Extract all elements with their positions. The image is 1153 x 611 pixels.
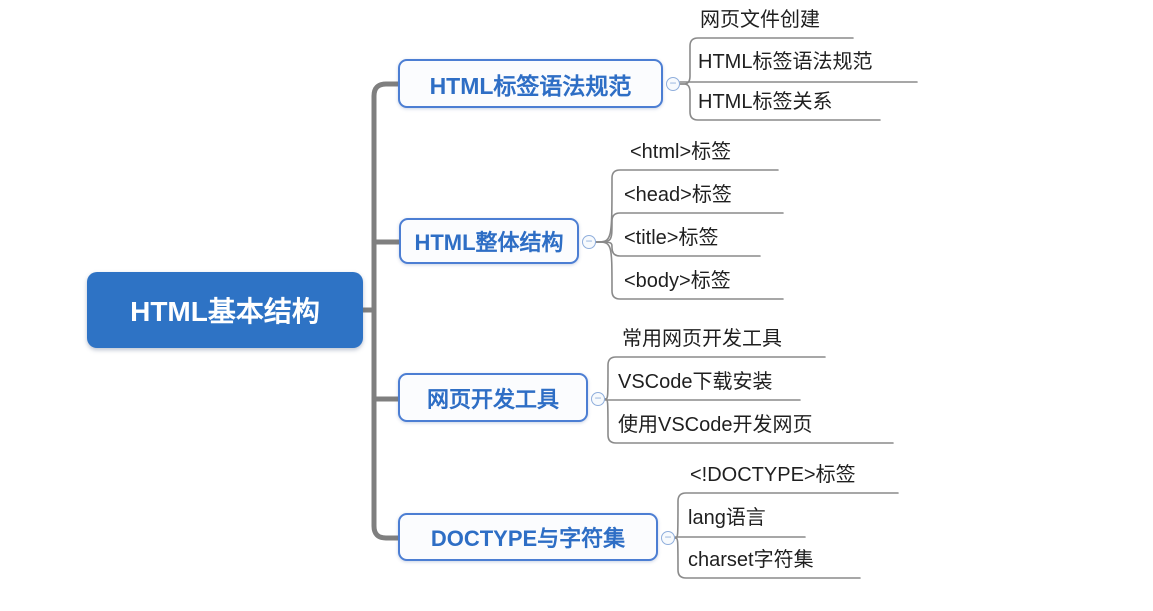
- child-topic[interactable]: 网页文件创建: [700, 9, 820, 31]
- collapse-toggle-icon[interactable]: −: [666, 77, 680, 91]
- branch-topic-html-structure[interactable]: HTML整体结构: [399, 218, 579, 264]
- collapse-toggle-icon[interactable]: −: [661, 531, 675, 545]
- child-topic[interactable]: <!DOCTYPE>标签: [690, 464, 856, 486]
- child-topic[interactable]: charset字符集: [688, 549, 814, 571]
- child-topic[interactable]: HTML标签关系: [698, 91, 833, 113]
- child-topic[interactable]: <head>标签: [624, 184, 732, 206]
- child-topic[interactable]: VSCode下载安装: [618, 371, 773, 393]
- child-topic[interactable]: 常用网页开发工具: [622, 328, 782, 350]
- child-topic[interactable]: <html>标签: [630, 141, 732, 163]
- child-topic[interactable]: lang语言: [688, 507, 766, 529]
- branch-topic-html-tag-syntax[interactable]: HTML标签语法规范: [398, 59, 663, 108]
- collapse-toggle-icon[interactable]: −: [591, 392, 605, 406]
- branch-topic-dev-tools[interactable]: 网页开发工具: [398, 373, 588, 422]
- branch-topic-doctype-charset[interactable]: DOCTYPE与字符集: [398, 513, 658, 561]
- child-topic[interactable]: 使用VSCode开发网页: [618, 414, 813, 436]
- child-topic[interactable]: HTML标签语法规范: [698, 51, 873, 73]
- child-topic[interactable]: <body>标签: [624, 270, 731, 292]
- root-topic[interactable]: HTML基本结构: [87, 272, 363, 348]
- child-topic[interactable]: <title>标签: [624, 227, 719, 249]
- collapse-toggle-icon[interactable]: −: [582, 235, 596, 249]
